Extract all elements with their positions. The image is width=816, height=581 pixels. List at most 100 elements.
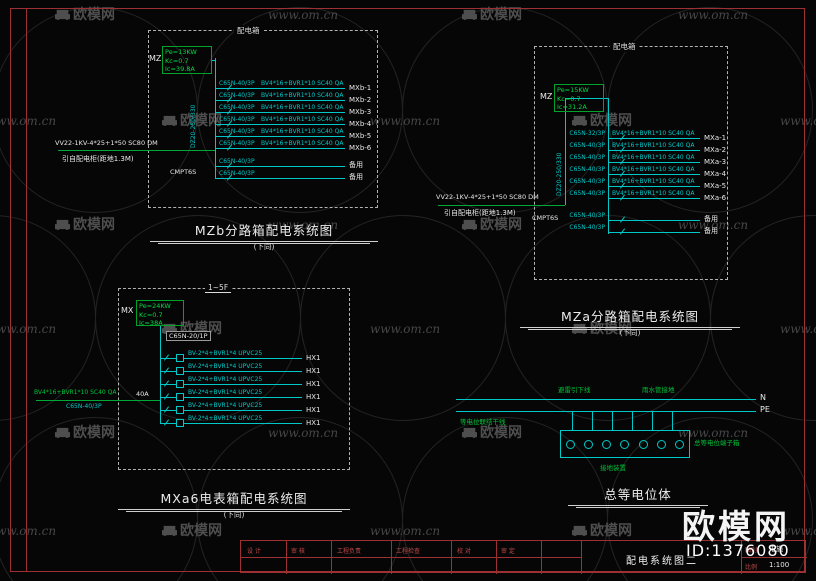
titleblock-field: 工程检查 (396, 548, 421, 555)
mzb-panel-outline (148, 30, 378, 208)
titleblock-field: 审 定 (501, 548, 515, 555)
site-logo: 欧模网 (682, 507, 790, 546)
breaker-label: C65N-40/3P (569, 166, 605, 173)
mzb-incoming-line (58, 150, 215, 151)
watermark-brand: 欧模网 (55, 422, 115, 442)
circuit-row: C65N-40/3P BV4*16+BVR1*10 SC40 QA MXa-2 (569, 142, 726, 154)
bonding-drop-line (592, 411, 593, 430)
mza-spec-ic: Ic=31.2A (557, 103, 587, 111)
watermark-url: www.om.cn (0, 114, 57, 128)
cable-label: BV4*16+BVR1*10 SC40 QA (612, 154, 695, 161)
mzb-spec-box: Pe=13KW Kc=0.7 Ic=39.8A (162, 46, 212, 74)
frame-margin-line (26, 8, 27, 572)
watermark-url: www.om.cn (780, 114, 816, 128)
cable-label: BV4*16+BVR1*10 SC40 QA (261, 128, 344, 135)
mxa6-spec-kc: Kc=0.7 (139, 310, 163, 319)
neutral-label: N (760, 393, 766, 402)
watermark-url: www.om.cn (780, 524, 816, 538)
mxa6-incoming-cable-label: BV4*16+BVR1*10 SC40 QA (34, 389, 117, 396)
mza-diagram-subtitle: (下同) (619, 328, 641, 337)
watermark-url: www.om.cn (268, 426, 339, 440)
watermark-url: www.om.cn (678, 426, 749, 440)
breaker-label: C65N-40/3P (219, 116, 255, 123)
breaker-label: C65N-32/3P (569, 130, 605, 137)
bonding-drop-line (572, 411, 573, 430)
terminal-circle (638, 439, 648, 449)
load-label: HX1 (306, 380, 321, 388)
bonding-drop-line (612, 411, 613, 430)
equipotential-label: 雨水管接地 (642, 386, 675, 394)
sofa-icon (572, 115, 587, 126)
drawing-name: 配电系统图二 (626, 556, 698, 567)
titleblock-field: 审 核 (291, 548, 305, 555)
load-label: MXb-3 (349, 108, 372, 116)
watermark-url: www.om.cn (268, 8, 339, 22)
equipotential-diagram-title: 总等电位体 (568, 484, 708, 508)
cable-label: BV4*16+BVR1*10 SC40 QA (261, 116, 344, 123)
cable-label: BV4*16+BVR1*10 SC40 QA (261, 80, 344, 87)
mxa6-diagram-subtitle: (下同) (223, 510, 245, 519)
mza-bus-line (608, 98, 609, 234)
watermark-url: www.om.cn (268, 218, 339, 232)
sofa-icon (162, 115, 177, 126)
load-label: MXa-6 (704, 194, 727, 202)
watermark-brand: 欧模网 (55, 214, 115, 234)
load-label: MXa-2 (704, 146, 727, 154)
watermark-url: www.om.cn (0, 524, 57, 538)
circuit-row: C65N-40/3P BV4*16+BVR1*10 SC40 QA MXb-3 (215, 104, 371, 116)
sofa-icon (162, 525, 177, 536)
mza-spec-box: Pe=15KW Kc=0.7 Ic=31.2A (554, 84, 604, 112)
load-label: HX1 (306, 406, 321, 414)
mxa6-panel-outline (118, 288, 350, 470)
watermark-url: www.om.cn (0, 322, 57, 336)
scale-value: 1:100 (769, 561, 790, 569)
breaker-label: C65N-40/3P (219, 170, 255, 177)
kwh-meter-symbol (176, 380, 184, 388)
load-label: MXa-1 (704, 134, 727, 142)
cable-label: BV-2*4+BVR1*4 UPVC25 (188, 350, 263, 357)
equipotential-label: 避雷引下线 (558, 386, 591, 394)
sofa-icon (572, 525, 587, 536)
breaker-label: C65N-40/3P (569, 224, 605, 231)
load-label: 备用 (349, 161, 363, 169)
cable-label: BV4*16+BVR1*10 SC40 QA (612, 190, 695, 197)
breaker-label: C65N-40/3P (219, 80, 255, 87)
breaker-label: C65N-40/3P (569, 190, 605, 197)
watermark-ring (607, 7, 813, 213)
mzb-diagram-subtitle: (下同) (253, 242, 275, 251)
cable-label: BV4*16+BVR1*10 SC40 QA (612, 130, 695, 137)
titleblock-divider (391, 541, 392, 574)
titleblock-field: 设 计 (247, 548, 261, 555)
titleblock-divider (496, 541, 497, 574)
titleblock-divider (741, 557, 807, 558)
titleblock-divider (741, 541, 742, 574)
load-label: MXb-6 (349, 144, 372, 152)
watermark-brand: 欧模网 (572, 520, 632, 540)
mza-panel-outline (534, 46, 728, 280)
titleblock-divider (541, 541, 542, 574)
mzb-spec-ic: Ic=39.8A (165, 65, 195, 73)
circuit-row: BV-2*4+BVR1*4 UPVC25 HX1 (160, 350, 321, 362)
breaker-label: C65N-40/3P (219, 128, 255, 135)
mxa6-floor-label: 1~5F (205, 283, 232, 293)
mza-box-label: 配电箱 (610, 41, 639, 52)
circuit-row: C65N-40/3P 备用 (215, 158, 363, 169)
kwh-meter-symbol (176, 406, 184, 414)
cable-label: BV4*16+BVR1*10 SC40 QA (612, 142, 695, 149)
mzb-meter-label: CMPT6S (170, 168, 197, 176)
circuit-row: C65N-40/3P 备用 (569, 212, 718, 223)
titleblock-field: 工程负责 (337, 548, 362, 555)
mzb-diagram-title: MZb分路箱配电系统图 (150, 220, 378, 244)
breaker-label: C65N-40/3P (569, 154, 605, 161)
mza-top-connector (565, 98, 608, 99)
load-label: HX1 (306, 419, 321, 427)
watermark-brand: 欧模网 (572, 110, 632, 130)
sofa-icon (55, 427, 70, 438)
cable-label: BV-2*4+BVR1*4 UPVC25 (188, 415, 263, 422)
mzb-incoming-note: 引自配电柜(距地1.3M) (62, 155, 134, 163)
circuit-row: BV-2*4+BVR1*4 UPVC25 HX1 (160, 363, 321, 375)
bonding-drop-line (632, 411, 633, 430)
breaker-label: C65N-40/3P (219, 104, 255, 111)
pe-label: PE (760, 405, 770, 414)
breaker-label: C65N-40/3P (569, 212, 605, 219)
